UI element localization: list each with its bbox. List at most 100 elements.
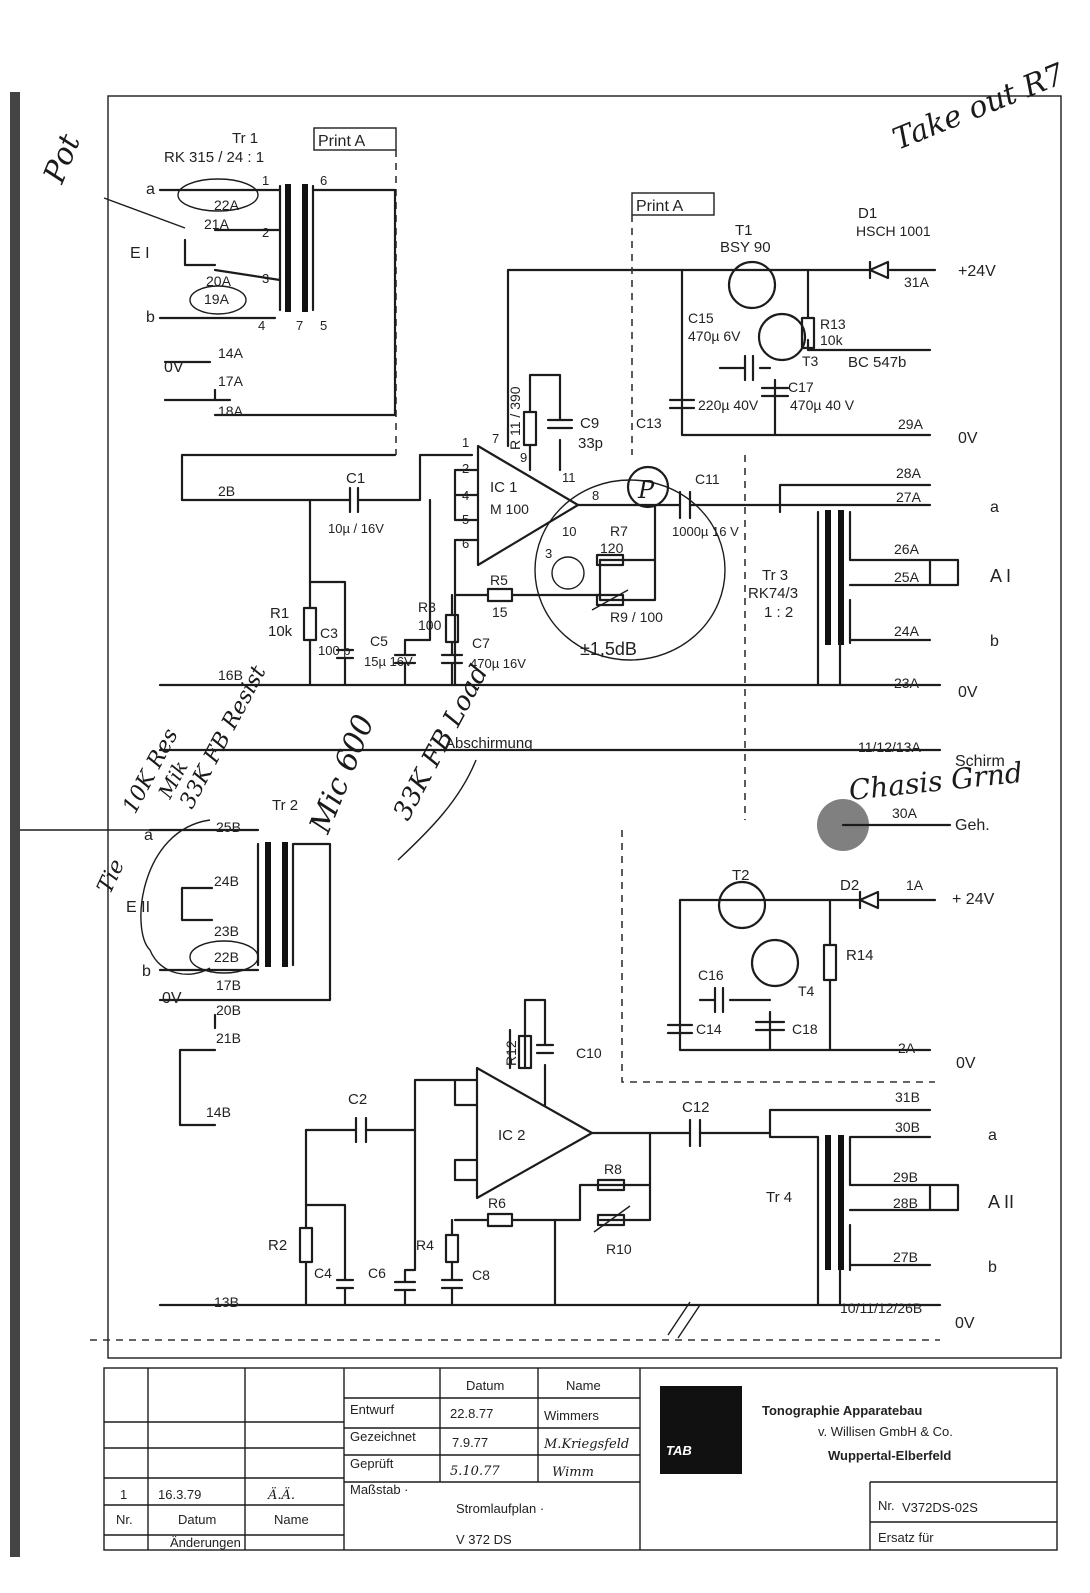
geh-label: Geh. (955, 817, 990, 834)
r7-label: R7 (610, 523, 628, 539)
r9-label: R9 / 100 (610, 609, 663, 625)
tb-rev-nr: 1 (120, 1487, 127, 1502)
d1-label: D1 (858, 205, 877, 222)
tb-row-3-name: Wimm (552, 1465, 594, 1480)
tr1-pin-5: 5 (320, 318, 327, 333)
zero-v-label-a2: 0V (955, 1315, 975, 1332)
pin-28b: 28B (893, 1195, 918, 1211)
shield-pins: 11/12/13A (858, 739, 921, 755)
tb-row-1-label: Entwurf (350, 1402, 394, 1417)
tb-col-datum: Datum (178, 1512, 216, 1527)
plus24-label: +24V (958, 263, 996, 280)
zero-v-label-a1: 0V (958, 684, 978, 701)
tr2-label: Tr 2 (272, 797, 298, 814)
pin-30b: 30B (895, 1119, 920, 1135)
c3-value: 100 p (318, 643, 351, 658)
tr3-ratio: 1 : 2 (764, 604, 793, 621)
pin-2a: 2A (898, 1040, 916, 1056)
c7-label: C7 (472, 635, 490, 651)
pin-20a: 20A (206, 273, 232, 289)
d2-label: D2 (840, 877, 859, 894)
ic1-pin-7: 7 (492, 431, 499, 446)
tab-logo-text: TAB (666, 1443, 692, 1458)
pin-24a: 24A (894, 623, 920, 639)
pin-29a: 29A (898, 416, 924, 432)
tb-ersatz: Ersatz für (878, 1530, 934, 1545)
print-a-label: Print A (318, 133, 365, 150)
r14-label: R14 (846, 947, 874, 964)
a1-b-label: b (990, 633, 999, 650)
c17-value: 470µ 40 V (790, 397, 855, 413)
r1-value: 10k (268, 623, 293, 640)
r8-label: R8 (604, 1161, 622, 1177)
t1-type: BSY 90 (720, 239, 771, 256)
section-1-channel: Print A Tr 1 RK 315 / 24 : 1 1 6 2 3 4 7… (130, 127, 1011, 820)
tb-rev-date: 16.3.79 (158, 1487, 201, 1502)
tb-aenderungen: Änderungen (170, 1535, 241, 1550)
pin-18a: 18A (218, 403, 244, 419)
e2-b-label: b (142, 963, 151, 980)
c11-value: 1000µ 16 V (672, 524, 739, 539)
ic1-pin-9: 9 (520, 450, 527, 465)
c12-label: C12 (682, 1099, 710, 1116)
pin-17b: 17B (216, 977, 241, 993)
c6-label: C6 (368, 1265, 386, 1281)
ic1-pin-3: 3 (545, 546, 552, 561)
e2-0v-label: 0V (162, 990, 182, 1007)
c14-label: C14 (696, 1021, 722, 1037)
r10-label: R10 (606, 1241, 632, 1257)
c3-label: C3 (320, 625, 338, 641)
r3-label: R3 (418, 599, 436, 615)
c13-label: C13 (636, 415, 662, 431)
a2-output-name: A II (988, 1192, 1014, 1212)
tb-row-1-date: 22.8.77 (450, 1406, 493, 1421)
e1-b-label: b (146, 309, 155, 326)
t4-label: T4 (798, 983, 815, 999)
pin-21b: 21B (216, 1030, 241, 1046)
pin-16b: 16B (218, 667, 243, 683)
zero-v-label-mid: 0V (956, 1055, 976, 1072)
c17-label: C17 (788, 379, 814, 395)
r2-label: R2 (268, 1237, 287, 1254)
r7-value: 120 (600, 540, 624, 556)
pin-14a: 14A (218, 345, 244, 361)
c15-label: C15 (688, 310, 714, 326)
ic1-label: IC 1 (490, 479, 518, 496)
note-pot-mark: P (637, 476, 655, 504)
a2-b-label: b (988, 1259, 997, 1276)
t3-label: T3 (802, 353, 819, 369)
pin-2b: 2B (218, 483, 235, 499)
tb-row-3-label: Geprüft (350, 1456, 394, 1471)
e2-a-label: a (144, 827, 153, 844)
c5-label: C5 (370, 633, 388, 649)
c9-value: 33p (578, 435, 603, 452)
pin-22a: 22A (214, 197, 240, 213)
tr1-name: Tr 1 (232, 130, 258, 147)
tb-company-3: Wuppertal-Elberfeld (828, 1448, 951, 1463)
pin-20b: 20B (216, 1002, 241, 1018)
geh-pin: 30A (892, 805, 918, 821)
e2-input-name: E II (126, 899, 150, 916)
r13-value: 10k (820, 332, 844, 348)
pin-1a: 1A (906, 877, 924, 893)
pin-31b: 31B (895, 1089, 920, 1105)
tb-row-2-name: M.Kriegsfeld (543, 1437, 629, 1452)
pin-23b: 23B (214, 923, 239, 939)
e1-a-label: a (146, 181, 155, 198)
pin-31a: 31A (904, 274, 930, 290)
pin-23a: 23A (894, 675, 920, 691)
section-2-channel: Tr 2 E II a b 0V 25B 24B 23B 22B 17B 20B… (126, 797, 1014, 1339)
c7-value: 470µ 16V (470, 656, 526, 671)
ic1-pin-2: 2 (462, 461, 469, 476)
tb-massstab: Maßstab · (350, 1482, 409, 1497)
tb-title-2: V 372 DS (456, 1532, 512, 1547)
pin-27a: 27A (896, 489, 922, 505)
shield-section: Abschirmung 11/12/13A Schirm 30A Geh. (158, 735, 1005, 851)
tb-rev-name: Ä.Ä. (267, 1486, 295, 1503)
tb-company-2: v. Willisen GmbH & Co. (818, 1424, 953, 1439)
r1-label: R1 (270, 605, 289, 622)
r13-label: R13 (820, 316, 846, 332)
gain-label: ±1,5dB (580, 639, 637, 659)
drawing-border (107, 95, 1062, 1359)
